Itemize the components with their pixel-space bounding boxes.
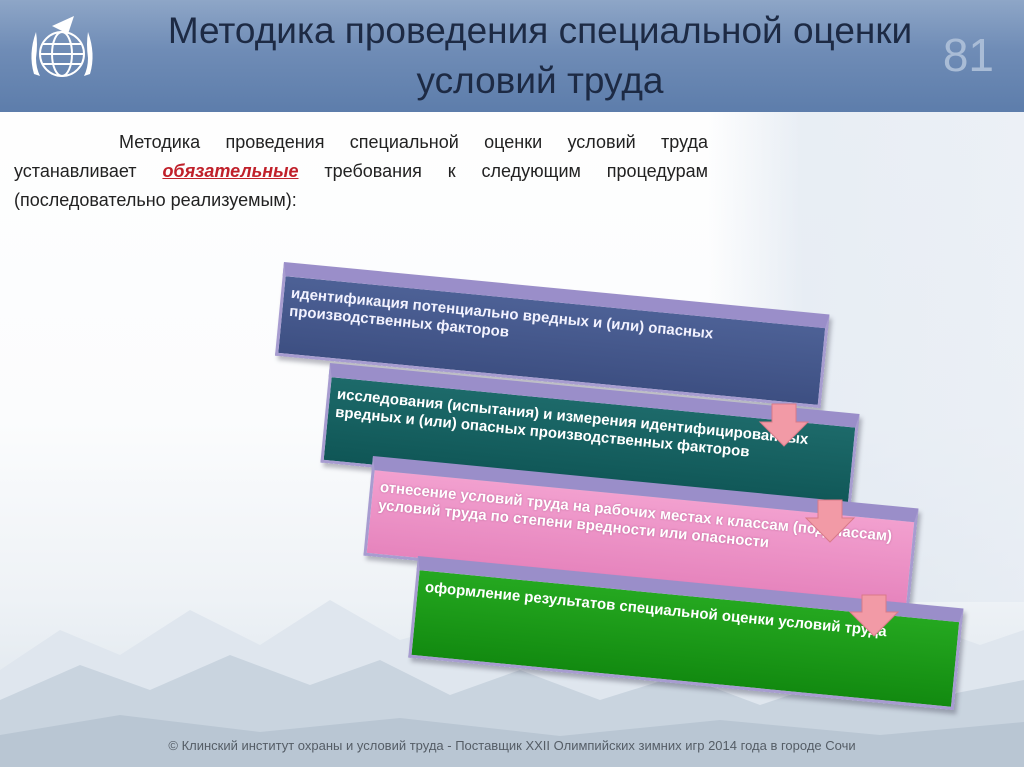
intro-text-after: требования к следующим процедурам (после… bbox=[14, 161, 708, 210]
institute-logo-icon bbox=[31, 16, 93, 77]
footer-caption: © Клинский институт охраны и условий тру… bbox=[168, 738, 856, 753]
intro-text-before: Методика проведения специальной оценки у… bbox=[14, 132, 708, 181]
intro-paragraph: Методика проведения специальной оценки у… bbox=[14, 128, 708, 215]
page-title: Методика проведения специальной оценки у… bbox=[167, 10, 913, 101]
header-band bbox=[0, 0, 1024, 112]
intro-emphasis: обязательные bbox=[162, 161, 299, 181]
slide-number: 81 bbox=[942, 29, 994, 81]
